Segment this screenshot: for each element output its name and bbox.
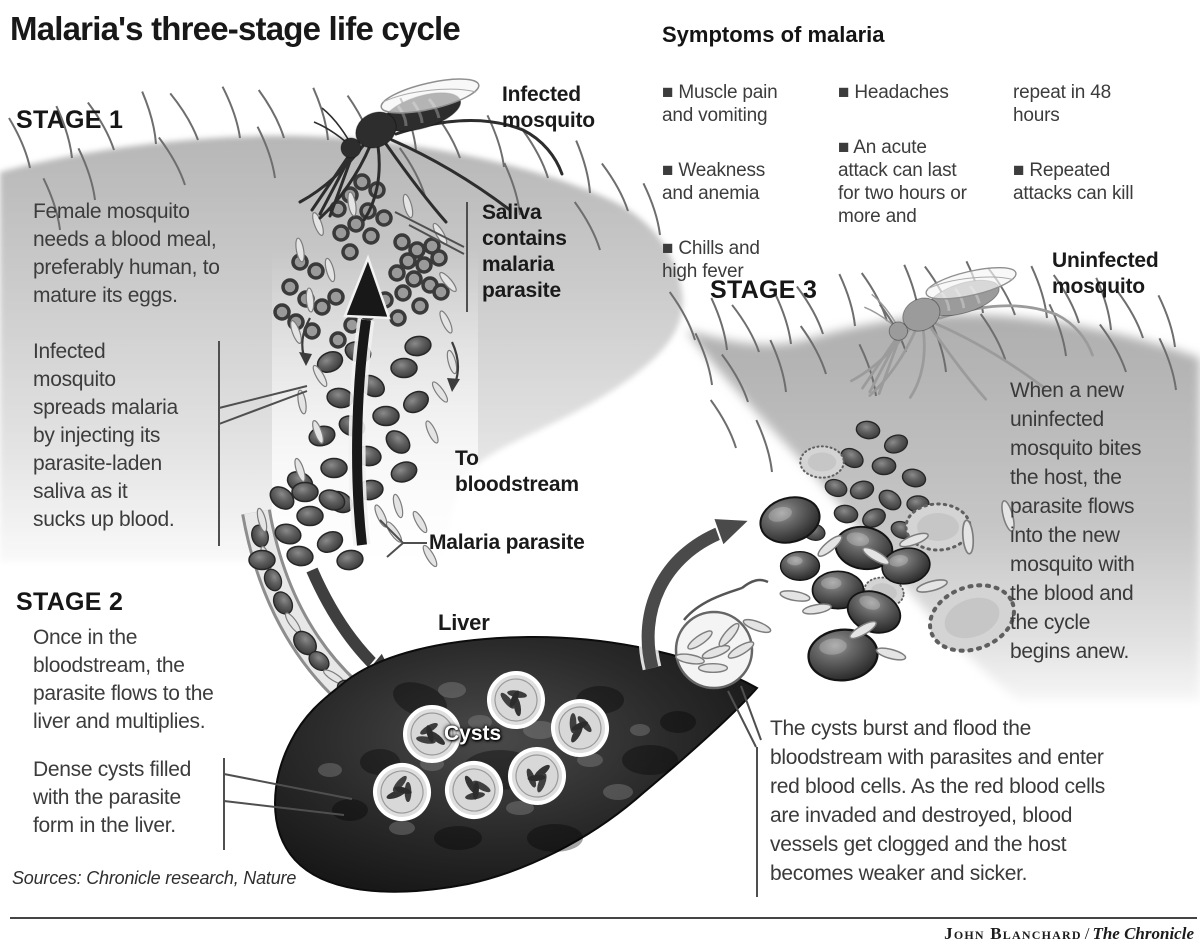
liver-label: Liver [438, 610, 490, 635]
arrow-to-stage3 [638, 516, 753, 671]
infected-mosquito-label: Infected mosquito [502, 83, 595, 132]
malaria-parasite-label: Malaria parasite [429, 531, 585, 554]
credit-separator: / [1084, 924, 1090, 943]
stage3-label: STAGE 3 [710, 276, 818, 304]
arrow-to-bloodstream [343, 254, 391, 546]
page-title: Malaria's three-stage life cycle [10, 10, 461, 47]
stage2-label: STAGE 2 [16, 588, 124, 616]
symptom-item: repeat in 48 hours [1013, 82, 1111, 126]
burst-callout-line [727, 685, 762, 897]
stage2-paragraph-2: Dense cysts filled with the parasite for… [33, 758, 191, 837]
burst-paragraph: The cysts burst and flood the bloodstrea… [770, 717, 1106, 885]
saliva-label: Saliva contains malaria parasite [482, 201, 567, 302]
mini-flow-arrows [299, 317, 460, 392]
uninfected-mosquito-label: Uninfected mosquito [1052, 249, 1159, 298]
blood-vessel [241, 509, 363, 704]
symptoms-column-2: ■ Headaches ■ An acute attack can last f… [838, 58, 1008, 251]
saliva-callout-line [394, 202, 468, 312]
liver-illustration [274, 635, 759, 893]
symptom-item: ■ Chills and high fever [662, 238, 760, 282]
symptom-item: ■ Headaches [838, 82, 949, 103]
stage3-paragraph: When a new uninfected mosquito bites the… [1010, 379, 1142, 663]
symptom-item: ■ Weakness and anemia [662, 160, 766, 204]
stage1-paragraph-1: Female mosquito needs a blood meal, pref… [33, 200, 220, 307]
stage1-paragraph-2: Infected mosquito spreads malaria by inj… [33, 340, 178, 531]
credit-line: John Blanchard/The Chronicle [944, 924, 1194, 944]
parasite-release-loop [674, 578, 769, 690]
injection-callout-line [218, 341, 308, 546]
cysts-label: Cysts [444, 722, 502, 745]
credit-publication: The Chronicle [1092, 924, 1194, 943]
symptom-item: ■ Repeated attacks can kill [1013, 160, 1134, 204]
symptoms-column-3: repeat in 48 hours ■ Repeated attacks ca… [1013, 58, 1188, 228]
stage2-paragraph-1: Once in the bloodstream, the parasite fl… [33, 626, 214, 733]
parasite-callout-line [379, 519, 427, 558]
sources-line: Sources: Chronicle research, Nature [12, 868, 297, 888]
cysts-callout-line [223, 758, 353, 850]
callout-lines [218, 202, 762, 897]
credit-author: John Blanchard [944, 924, 1082, 943]
to-bloodstream-label: To bloodstream [455, 447, 579, 496]
stage1-label: STAGE 1 [16, 106, 124, 134]
symptoms-column-1: ■ Muscle pain and vomiting ■ Weakness an… [662, 58, 822, 306]
symptom-item: ■ Muscle pain and vomiting [662, 82, 778, 126]
symptom-item: ■ An acute attack can last for two hours… [838, 137, 967, 227]
symptoms-heading: Symptoms of malaria [662, 22, 885, 47]
